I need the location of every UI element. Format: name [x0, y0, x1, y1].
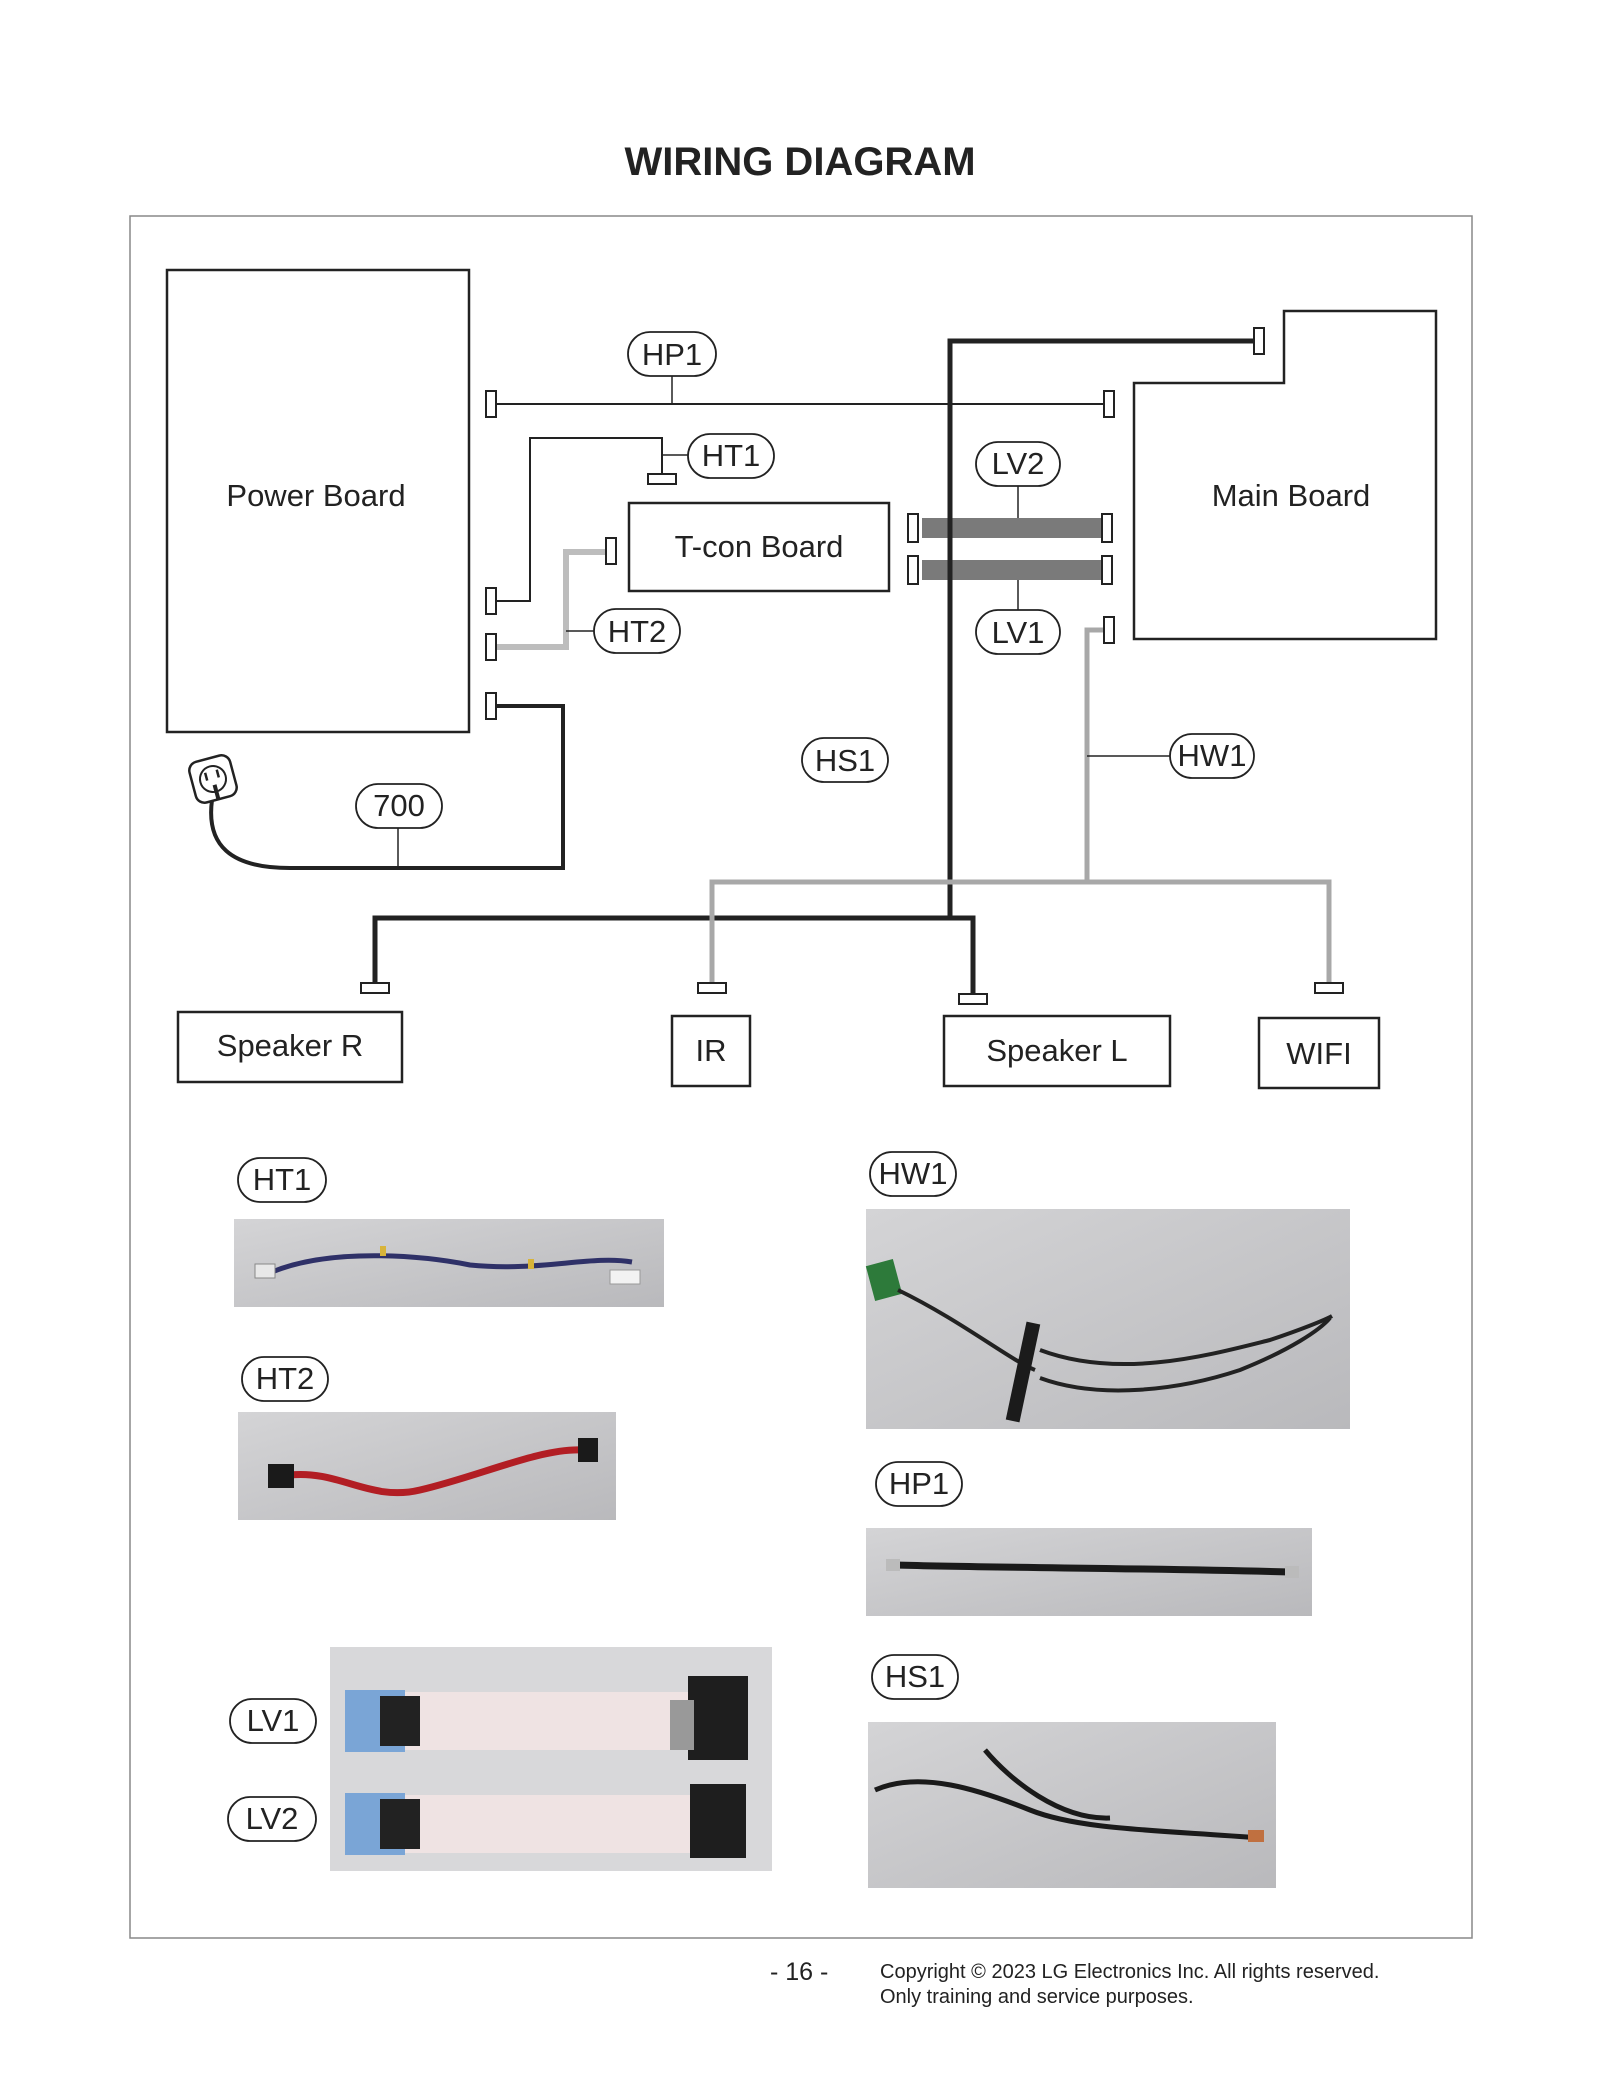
svg-text:HW1: HW1	[1178, 738, 1247, 773]
label-hs1: HS1	[801, 737, 889, 783]
photo-label-ht1: HT1	[253, 1162, 312, 1197]
footer-copyright: Copyright © 2023 LG Electronics Inc. All…	[880, 1960, 1379, 2010]
photo-hs1: HS1	[868, 1654, 1276, 1888]
speaker-r-label: Speaker R	[217, 1028, 363, 1063]
svg-text:700: 700	[373, 788, 425, 823]
speaker-l-label: Speaker L	[986, 1033, 1127, 1068]
photo-label-hw1: HW1	[879, 1156, 948, 1191]
photo-ht2: HT2	[238, 1356, 616, 1520]
cable-power-out	[395, 692, 565, 870]
photo-label-lv1: LV1	[247, 1703, 300, 1738]
power-board-label: Power Board	[226, 478, 405, 513]
photo-ht1: HT1	[234, 1157, 664, 1307]
photo-label-hp1: HP1	[889, 1466, 949, 1501]
label-hp1: HP1	[627, 331, 717, 377]
tcon-board: T-con Board	[627, 501, 891, 593]
label-lv1: LV1	[975, 609, 1061, 655]
svg-text:HT1: HT1	[702, 438, 761, 473]
wifi-module: WIFI	[1257, 1016, 1381, 1090]
cable-hp1	[485, 376, 1115, 418]
cable-lv1	[907, 555, 1113, 614]
cable-hw1	[697, 616, 1344, 994]
svg-text:HS1: HS1	[815, 743, 875, 778]
svg-text:LV2: LV2	[992, 446, 1045, 481]
diagram-frame	[129, 215, 1473, 1939]
label-ht1: HT1	[687, 433, 775, 479]
power-board: Power Board	[165, 268, 471, 734]
power-plug-icon	[188, 754, 238, 804]
page-title: WIRING DIAGRAM	[624, 140, 976, 184]
photo-label-lv2: LV2	[246, 1801, 299, 1836]
cable-ht2	[485, 537, 617, 661]
cable-ht1	[485, 437, 688, 615]
photo-lv1-lv2: LV1 LV2	[227, 1647, 772, 1871]
label-lv2: LV2	[975, 441, 1061, 487]
label-hw1: HW1	[1169, 733, 1255, 779]
main-board-label: Main Board	[1212, 478, 1371, 513]
wifi-label: WIFI	[1286, 1036, 1351, 1071]
svg-text:HT2: HT2	[608, 614, 667, 649]
tcon-board-label: T-con Board	[675, 529, 844, 564]
ir-label: IR	[696, 1033, 727, 1068]
photo-label-hs1: HS1	[885, 1659, 945, 1694]
label-700: 700	[355, 783, 443, 829]
cable-700-ac-cord	[188, 754, 399, 870]
photo-hw1: HW1	[865, 1151, 1350, 1429]
footer-purpose-line: Only training and service purposes.	[880, 1986, 1194, 2008]
svg-text:LV1: LV1	[992, 615, 1045, 650]
label-ht2: HT2	[593, 608, 681, 654]
ir-receiver: IR	[670, 1014, 752, 1088]
cable-hs1	[360, 327, 1265, 1005]
cable-lv2	[907, 480, 1113, 543]
footer-copyright-line: Copyright © 2023 LG Electronics Inc. All…	[880, 1961, 1380, 1983]
svg-text:HP1: HP1	[642, 337, 702, 372]
footer-page-number: - 16 -	[770, 1958, 829, 1986]
speaker-r: Speaker R	[176, 1010, 404, 1084]
photo-hp1: HP1	[866, 1461, 1312, 1616]
speaker-l: Speaker L	[942, 1014, 1172, 1088]
photo-label-ht2: HT2	[256, 1361, 315, 1396]
main-board: Main Board	[1132, 309, 1438, 641]
